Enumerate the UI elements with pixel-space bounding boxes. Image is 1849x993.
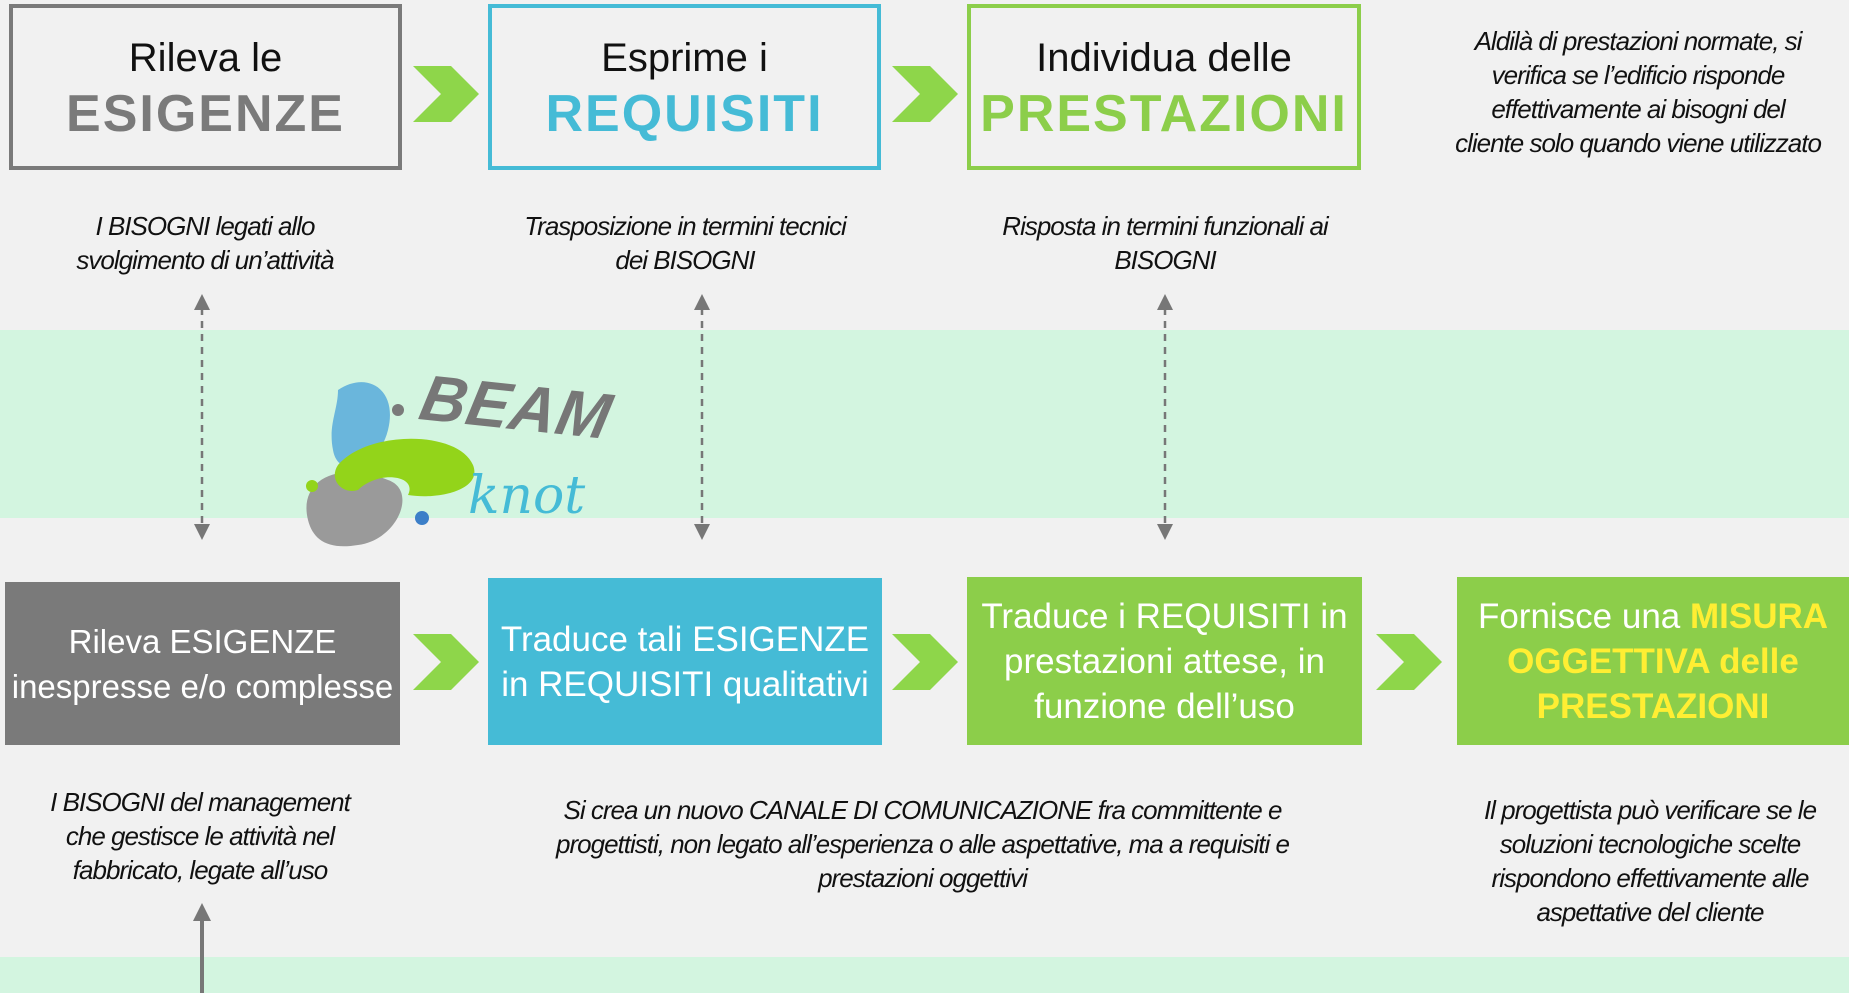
light-green-band-top	[0, 330, 1849, 518]
prestazioni-description-line: Risposta in termini funzionali ai	[1002, 211, 1328, 241]
esigenze-box-title: ESIGENZE	[66, 85, 345, 143]
requisiti-description: Trasposizione in termini tecnici dei BIS…	[490, 209, 880, 277]
requisiti-box-line1: Esprime i	[601, 36, 768, 80]
beam-knot-logo: BEAM knot	[298, 361, 618, 560]
top-right-note: Aldilà di prestazioni normate, si verifi…	[1428, 24, 1848, 160]
rileva-esigenze-line: inespresse e/o complesse	[11, 667, 394, 705]
progettista-description-line: soluzioni tecnologiche scelte	[1499, 829, 1802, 859]
canale-description-line: Si crea un nuovo CANALE DI COMUNICAZIONE…	[563, 795, 1283, 825]
traduce-requisiti-line: Traduce i REQUISITI in	[981, 596, 1348, 636]
progettista-description: Il progettista può verificare se le solu…	[1445, 793, 1849, 929]
progettista-description-line: rispondono effettivamente alle	[1491, 863, 1810, 893]
traduce-esigenze-line: Traduce tali ESIGENZE	[500, 619, 870, 659]
traduce-requisiti-box: Traduce i REQUISITI in prestazioni attes…	[967, 577, 1362, 745]
logo-wordmark-knot: knot	[468, 466, 586, 526]
chevron-right-icon	[892, 634, 958, 690]
misura-oggettiva-line1: Fornisce una MISURA	[1457, 594, 1849, 639]
esigenze-box: Rileva le ESIGENZE	[9, 4, 402, 170]
esigenze-description: I BISOGNI legati allo svolgimento di un’…	[30, 209, 380, 277]
requisiti-description-line: Trasposizione in termini tecnici	[524, 211, 847, 241]
prestazioni-description: Risposta in termini funzionali ai BISOGN…	[965, 209, 1365, 277]
misura-highlight: MISURA	[1690, 596, 1829, 636]
management-description-line: fabbricato, legate all’uso	[72, 855, 328, 885]
management-description-line: I BISOGNI del management	[50, 787, 351, 817]
top-right-note-line: cliente solo quando viene utilizzato	[1455, 128, 1822, 158]
chevron-right-icon	[413, 634, 479, 690]
traduce-requisiti-line: prestazioni attese, in	[1003, 641, 1325, 681]
dashed-double-arrow	[694, 294, 710, 540]
misura-highlight-line2: OGGETTIVA delle	[1507, 641, 1799, 681]
prestazioni-box-line1: Individua delle	[1036, 36, 1292, 80]
progettista-description-line: Il progettista può verificare se le	[1483, 795, 1817, 825]
top-right-note-line: verifica se l’edificio risponde	[1491, 60, 1786, 90]
esigenze-description-line: svolgimento di un’attività	[76, 245, 334, 275]
canale-description-line: progettisti, non legato all’esperienza o…	[556, 829, 1290, 859]
prestazioni-box-title: PRESTAZIONI	[980, 85, 1348, 143]
rileva-esigenze-line: Rileva ESIGENZE	[68, 622, 337, 660]
top-right-note-line: Aldilà di prestazioni normate, si	[1474, 26, 1803, 56]
knot-logo-icon	[306, 382, 475, 547]
canale-description-line: prestazioni oggettivi	[818, 863, 1028, 893]
requisiti-box-title: REQUISITI	[545, 85, 824, 143]
canale-comunicazione-description: Si crea un nuovo CANALE DI COMUNICAZIONE…	[495, 793, 1350, 895]
misura-highlight-line3: PRESTAZIONI	[1536, 686, 1770, 726]
progettista-description-line: aspettative del cliente	[1536, 897, 1764, 927]
light-green-band-bottom	[0, 957, 1849, 993]
traduce-requisiti-line: funzione dell’uso	[1034, 686, 1295, 726]
requisiti-box: Esprime i REQUISITI	[488, 4, 881, 170]
top-right-note-line: effettivamente ai bisogni del	[1491, 94, 1785, 124]
prestazioni-box: Individua delle PRESTAZIONI	[967, 4, 1361, 170]
misura-oggettiva-box: Fornisce una MISURA OGGETTIVA delle PRES…	[1457, 577, 1849, 745]
esigenze-box-line1: Rileva le	[128, 36, 283, 80]
traduce-esigenze-line: in REQUISITI qualitativi	[501, 664, 869, 704]
dashed-double-arrow	[194, 294, 210, 540]
chevron-right-icon	[413, 66, 479, 122]
traduce-esigenze-box: Traduce tali ESIGENZE in REQUISITI quali…	[488, 578, 882, 745]
management-description: I BISOGNI del management che gestisce le…	[20, 785, 380, 887]
prestazioni-description-line: BISOGNI	[1114, 245, 1216, 275]
chevron-right-icon	[1376, 634, 1442, 690]
requisiti-description-line: dei BISOGNI	[615, 245, 755, 275]
misura-prefix: Fornisce una	[1477, 596, 1690, 636]
esigenze-description-line: I BISOGNI legati allo	[95, 211, 316, 241]
dashed-double-arrow	[1157, 294, 1173, 540]
chevron-right-icon	[892, 66, 958, 122]
up-arrow	[193, 903, 211, 993]
rileva-esigenze-box: Rileva ESIGENZE inespresse e/o complesse	[5, 582, 400, 745]
management-description-line: che gestisce le attività nel	[65, 821, 335, 851]
